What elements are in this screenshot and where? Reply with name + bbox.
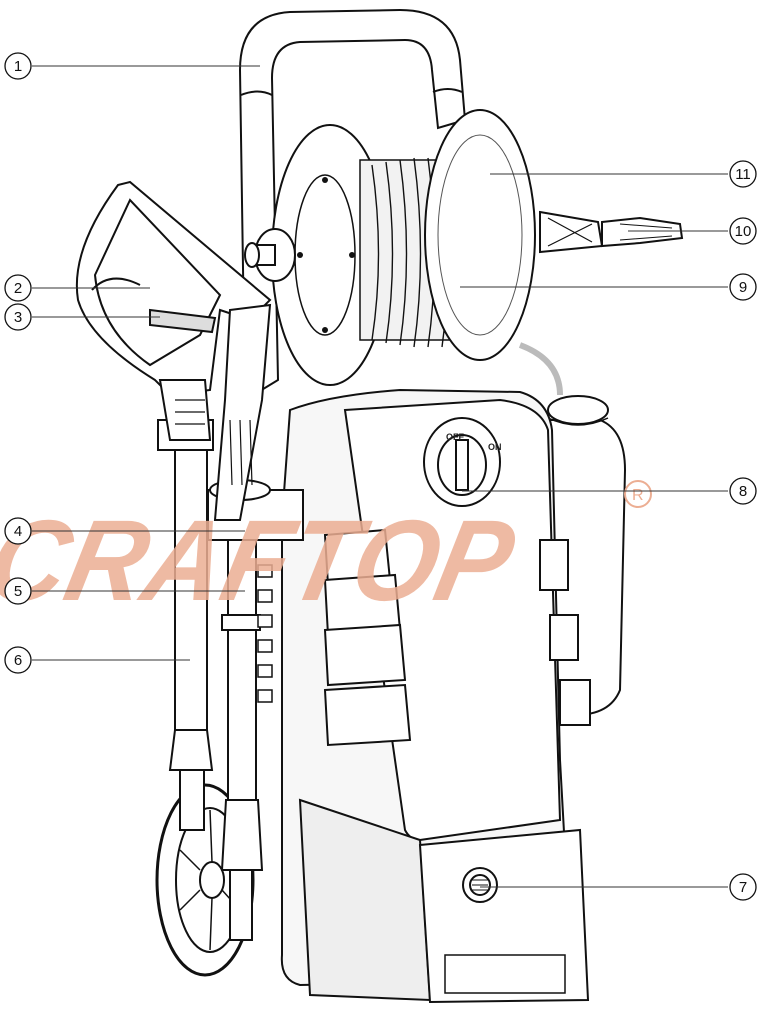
callout-number-4: 4 <box>14 523 22 540</box>
callout-number-11: 11 <box>735 166 751 183</box>
leader-lines <box>32 65 728 888</box>
lance-tube-right <box>220 539 264 941</box>
callout-number-6: 6 <box>14 652 22 669</box>
grip-ribs <box>257 564 273 703</box>
reel-front-flange <box>424 109 536 361</box>
on-off-switch: OFF ON <box>423 417 502 507</box>
callout-marker-9 <box>729 273 757 301</box>
callout-number-10: 10 <box>735 223 752 240</box>
side-vents <box>323 528 412 747</box>
watermark-registered-mark: R <box>632 487 644 504</box>
callout-marker-8 <box>729 477 757 505</box>
callout-marker-7 <box>729 873 757 901</box>
callout-marker-10 <box>729 217 757 245</box>
hose-reel <box>244 109 536 386</box>
callout-marker-2 <box>4 274 32 302</box>
switch-off-label: OFF <box>446 432 464 442</box>
watermark-text: CRAFTOP <box>0 496 525 625</box>
main-body <box>280 388 591 1004</box>
right-slots <box>539 539 591 726</box>
callout-marker-6 <box>4 646 32 674</box>
spray-gun <box>75 180 272 521</box>
callout-number-7: 7 <box>739 879 747 896</box>
tank-cap <box>547 395 609 425</box>
callout-marker-1 <box>4 52 32 80</box>
nozzle-lance <box>539 210 684 254</box>
callout-marker-3 <box>4 303 32 331</box>
water-inlet <box>462 867 498 903</box>
callout-marker-4 <box>4 517 32 545</box>
reel-hub <box>244 228 296 282</box>
switch-on-label: ON <box>488 442 502 452</box>
callout-marker-11 <box>729 160 757 188</box>
watermark-registered-circle <box>624 480 652 508</box>
callout-number-2: 2 <box>14 280 22 297</box>
callout-numbers: 1 2 3 4 5 6 7 8 9 10 11 <box>14 58 752 896</box>
callout-number-8: 8 <box>739 483 747 500</box>
callout-markers <box>4 52 757 901</box>
callout-number-3: 3 <box>14 309 22 326</box>
callout-number-5: 5 <box>14 583 22 600</box>
lance-tube-left <box>168 449 214 831</box>
callout-marker-5 <box>4 577 32 605</box>
callout-number-1: 1 <box>14 58 22 75</box>
watermark: CRAFTOP R <box>0 480 652 625</box>
callout-number-9: 9 <box>739 279 747 296</box>
